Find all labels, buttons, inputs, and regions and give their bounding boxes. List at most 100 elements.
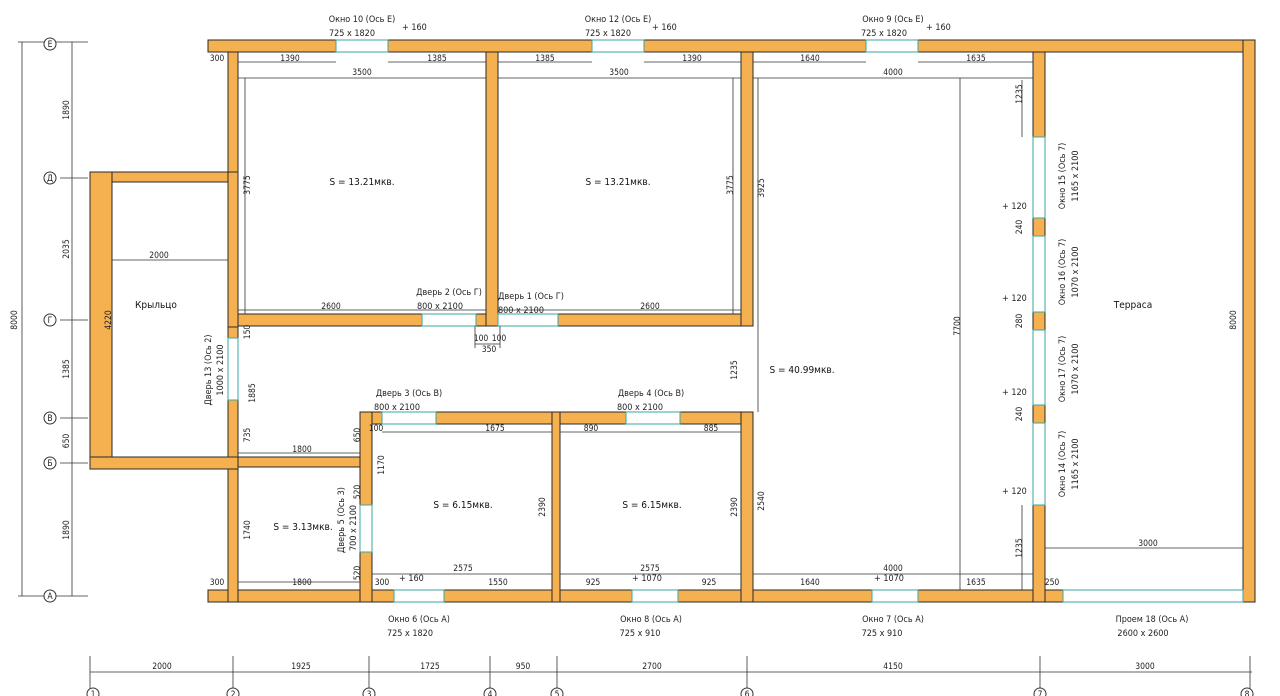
axis-2: 2 xyxy=(231,690,236,696)
wall-b-bath-top xyxy=(237,456,369,468)
dim-300-b: 300 xyxy=(375,578,390,588)
window-9 xyxy=(865,39,919,53)
dim-2575-a: 2575 xyxy=(453,564,473,574)
w17-size: 1070 х 2100 xyxy=(1071,343,1081,394)
dim-left-4: 650 xyxy=(62,434,72,449)
dim-1635-top: 1635 xyxy=(966,54,986,64)
dim-250: 250 xyxy=(1045,578,1060,588)
dim-890: 890 xyxy=(584,424,599,434)
dim-1385-b: 1385 xyxy=(535,54,555,64)
dim-1550: 1550 xyxy=(488,578,508,588)
d1-size: 800 х 2100 xyxy=(498,306,544,316)
window-8 xyxy=(631,589,679,603)
dim-100-a: 100 xyxy=(474,334,489,344)
dim-bottom-2: 1925 xyxy=(291,662,311,672)
dim-280: 280 xyxy=(1015,314,1025,329)
dim-r4-h: 2390 xyxy=(730,497,740,517)
w8-name: Окно 8 (Ось А) xyxy=(620,615,682,625)
dim-bottom-6: 4150 xyxy=(883,662,903,672)
dim-735: 735 xyxy=(243,428,253,443)
dim-porch-w: 2000 xyxy=(149,251,169,261)
dim-1800-mid: 1800 xyxy=(292,445,312,455)
dim-1640-bottom: 1640 xyxy=(800,578,820,588)
opening-labels: Окно 10 (Ось Е) 725 х 1820 + 160 Окно 12… xyxy=(204,15,1188,639)
d3-size: 800 х 2100 xyxy=(374,403,420,413)
wall-axis7-1 xyxy=(1032,51,1046,138)
dim-r2-bottom: 2600 xyxy=(640,302,660,312)
axis-4: 4 xyxy=(488,690,493,696)
dim-bottom-5: 2700 xyxy=(642,662,662,672)
wall-r3-r4 xyxy=(551,411,561,603)
window-10 xyxy=(335,39,389,53)
d13-name: Дверь 13 (Ось 2) xyxy=(204,334,214,405)
dim-300-top: 300 xyxy=(210,54,225,64)
dim-r2-w: 3500 xyxy=(609,68,629,78)
axis-b: Б xyxy=(47,459,52,469)
wall-right xyxy=(1242,39,1256,603)
dim-2575-b: 2575 xyxy=(640,564,660,574)
w9-sill: + 160 xyxy=(926,23,951,33)
w6-size: 725 х 1820 xyxy=(387,629,433,639)
w8-size: 725 х 910 xyxy=(620,629,661,639)
area-room3: S = 6.15мкв. xyxy=(433,500,492,511)
dim-bottom-1: 2000 xyxy=(152,662,172,672)
w15-size: 1165 х 2100 xyxy=(1071,150,1081,201)
dim-240-a: 240 xyxy=(1015,220,1025,235)
w16-size: 1070 х 2100 xyxy=(1071,246,1081,297)
dim-r2-h: 3775 xyxy=(726,175,736,195)
dim-150: 150 xyxy=(243,325,253,340)
axis-number-labels: 1 2 3 4 5 6 7 8 xyxy=(91,690,1250,696)
dim-1235-t-a: 1235 xyxy=(1015,84,1025,104)
w6-sill: + 160 xyxy=(399,574,424,584)
w10-sill: + 160 xyxy=(402,23,427,33)
w8-sill: + 1070 xyxy=(632,574,662,584)
dim-r1-h: 3775 xyxy=(243,175,253,195)
door-1 xyxy=(497,313,559,327)
w15-sill: + 120 xyxy=(1002,202,1027,212)
dim-hall-h1: 3925 xyxy=(757,178,767,198)
w16-name: Окно 16 (Ось 7) xyxy=(1058,239,1068,306)
p18-name: Проем 18 (Ось А) xyxy=(1116,615,1189,625)
dim-350: 350 xyxy=(482,345,497,355)
w9-size: 725 х 1820 xyxy=(861,29,907,39)
dim-bottom-7: 3000 xyxy=(1135,662,1155,672)
axis-7: 7 xyxy=(1038,690,1043,696)
w10-size: 725 х 1820 xyxy=(329,29,375,39)
axis-g: Г xyxy=(48,316,53,326)
dim-240-b: 240 xyxy=(1015,407,1025,422)
dim-650: 650 xyxy=(353,428,363,443)
wall-left-mid xyxy=(227,325,239,339)
walls xyxy=(89,39,1256,603)
dim-1235-t-b: 1235 xyxy=(1015,538,1025,558)
d13-size: 1000 х 2100 xyxy=(216,344,226,395)
wall-v-0 xyxy=(371,411,383,425)
openings xyxy=(227,39,1244,603)
wall-left-upper xyxy=(227,51,239,181)
dim-r1-bottom: 2600 xyxy=(321,302,341,312)
door-5 xyxy=(359,504,373,553)
area-room4: S = 6.15мкв. xyxy=(622,500,681,511)
dim-3000-terrace: 3000 xyxy=(1138,539,1158,549)
dim-r1-w: 3500 xyxy=(352,68,372,78)
dim-925-a: 925 xyxy=(586,578,601,588)
w7-name: Окно 7 (Ось А) xyxy=(862,615,924,625)
w14-sill: + 120 xyxy=(1002,487,1027,497)
wall-r1-r2 xyxy=(485,51,499,327)
dim-1885: 1885 xyxy=(248,383,258,403)
dim-left-5: 1890 xyxy=(62,520,72,540)
w17-name: Окно 17 (Ось 7) xyxy=(1058,336,1068,403)
window-7 xyxy=(871,589,919,603)
window-15 xyxy=(1032,136,1046,219)
dim-100-b: 100 xyxy=(492,334,507,344)
w7-size: 725 х 910 xyxy=(862,629,903,639)
dim-1390-b: 1390 xyxy=(682,54,702,64)
w15-name: Окно 15 (Ось 7) xyxy=(1058,143,1068,210)
window-12 xyxy=(591,39,645,53)
dim-bottom-4: 950 xyxy=(516,662,531,672)
axis-v: В xyxy=(47,414,52,424)
dimension-lines xyxy=(18,41,1252,690)
d4-size: 800 х 2100 xyxy=(617,403,663,413)
door-2 xyxy=(421,313,477,327)
d5-size: 700 х 2100 xyxy=(349,505,359,551)
dim-300-bottom: 300 xyxy=(210,578,225,588)
